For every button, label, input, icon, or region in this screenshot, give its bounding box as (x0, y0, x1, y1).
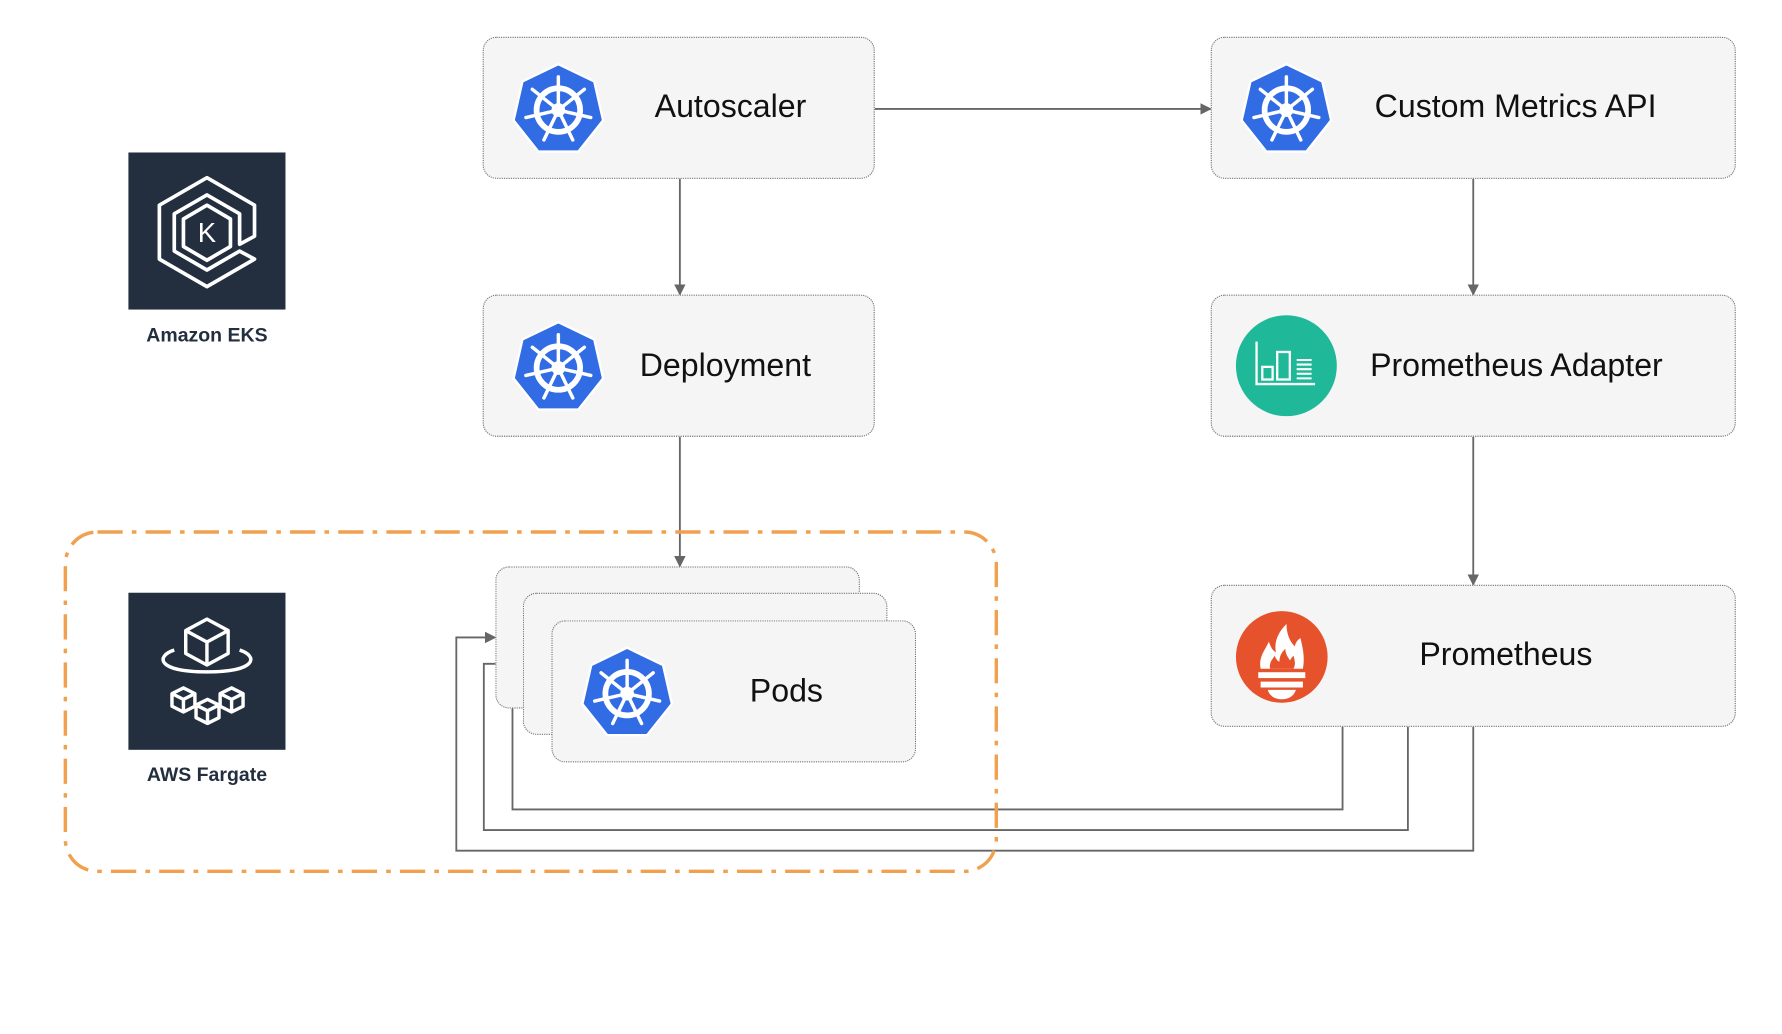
kubernetes-icon (1240, 62, 1333, 153)
kubernetes-icon (512, 62, 605, 153)
kubernetes-icon (512, 320, 605, 411)
prometheus-adapter-node[interactable]: Prometheus Adapter (1210, 294, 1736, 437)
custom-metrics-api-label: Custom Metrics API (1374, 88, 1657, 124)
prometheus-node[interactable]: Prometheus (1210, 584, 1736, 727)
kubernetes-icon (581, 646, 674, 737)
aws-fargate-tile (128, 592, 286, 750)
autoscaler-node[interactable]: Autoscaler (482, 36, 875, 179)
aws-fargate-label: AWS Fargate (146, 763, 268, 786)
custom-metrics-api-node[interactable]: Custom Metrics API (1210, 36, 1736, 179)
prometheus-flame-icon (1235, 611, 1328, 703)
pods-node[interactable]: Pods (551, 620, 917, 763)
svg-text:K: K (198, 217, 217, 248)
aws-fargate-icon (161, 617, 253, 726)
deployment-node[interactable]: Deployment (482, 294, 875, 437)
edge-prometheus-scrape-pod-3 (455, 631, 1475, 852)
pods-label: Pods (749, 672, 823, 709)
fargate-boundary (63, 530, 999, 874)
bar-chart-icon (1235, 315, 1337, 417)
prometheus-label: Prometheus (1419, 636, 1593, 672)
prometheus-adapter-label: Prometheus Adapter (1370, 347, 1663, 383)
amazon-eks-icon: K (157, 175, 257, 289)
amazon-eks-label: Amazon EKS (146, 324, 268, 347)
amazon-eks-tile: K (128, 152, 286, 310)
autoscaler-label: Autoscaler (654, 88, 807, 124)
deployment-label: Deployment (639, 347, 812, 383)
